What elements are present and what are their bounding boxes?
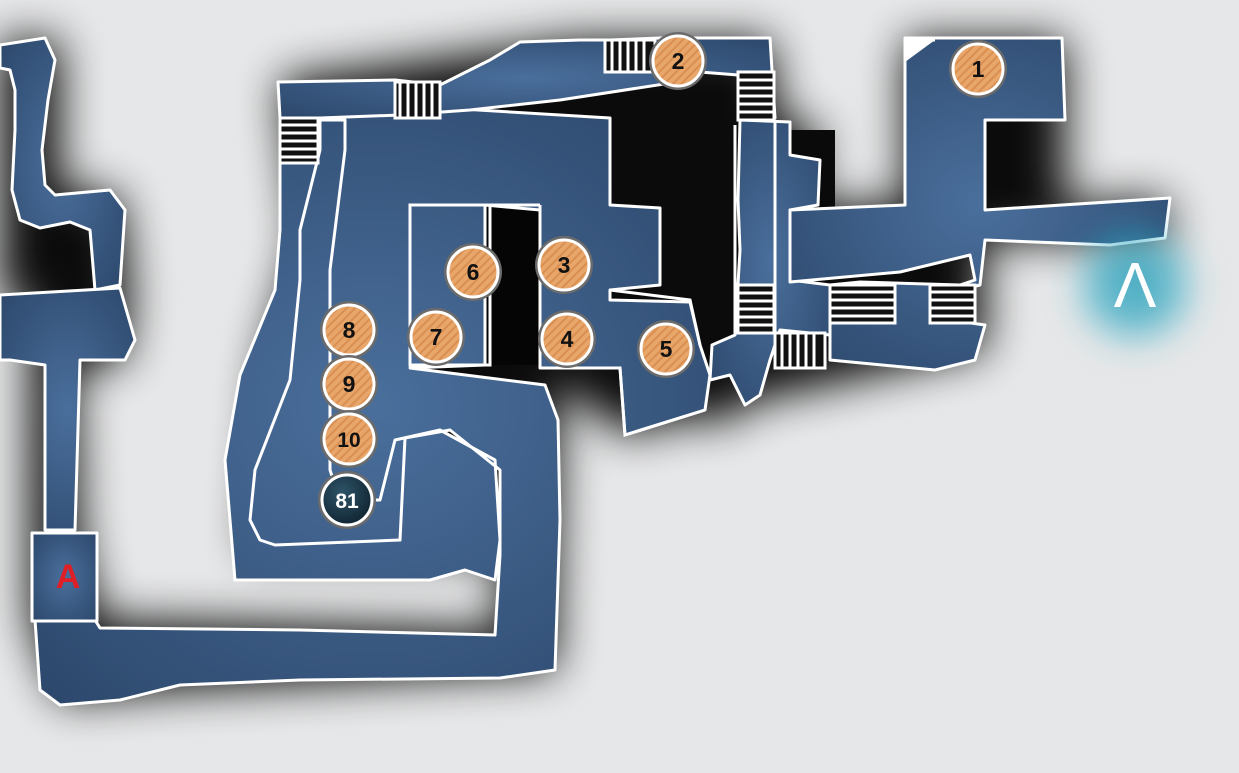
marker-7[interactable]: 7 (407, 308, 465, 366)
marker-label: 9 (343, 371, 356, 397)
marker-disc (320, 473, 374, 527)
marker-disc (540, 312, 594, 366)
stairs-right-room-b (928, 283, 977, 325)
stairs-top (393, 80, 442, 120)
marker-3[interactable]: 3 (535, 236, 593, 294)
marker-5[interactable]: 5 (637, 320, 695, 378)
marker-8[interactable]: 8 (320, 301, 378, 359)
marker-label: 2 (672, 48, 685, 74)
marker-layer: 1 2 3 4 5 6 7 8 9 10 81 (318, 32, 1007, 529)
marker-disc (322, 412, 376, 466)
marker-label: 6 (467, 259, 480, 285)
marker-label: 3 (558, 252, 571, 278)
stairs-left (278, 116, 320, 165)
stairs-right-room-a (828, 283, 897, 325)
marker-disc (537, 238, 591, 292)
marker-label: 8 (343, 317, 356, 343)
marker-label: 1 (972, 56, 985, 82)
stairs-right-upper (736, 70, 776, 122)
marker-label: 10 (337, 429, 360, 452)
marker-disc (951, 42, 1005, 96)
marker-10[interactable]: 10 (320, 410, 378, 468)
marker-label: 81 (335, 490, 359, 513)
marker-4[interactable]: 4 (538, 310, 596, 368)
marker-label: 7 (430, 324, 443, 350)
marker-81[interactable]: 81 (318, 471, 376, 529)
stairs-top-2 (603, 38, 657, 74)
stairs (278, 38, 977, 370)
exit-marker: Λ (1080, 230, 1190, 340)
marker-disc (409, 310, 463, 364)
marker-1[interactable]: 1 (949, 40, 1007, 98)
stairs-bottom (773, 331, 827, 370)
marker-disc (446, 245, 500, 299)
marker-label: 4 (561, 326, 574, 352)
lambda-exit-icon: Λ (1114, 249, 1157, 321)
wall-corner (905, 40, 935, 62)
entrance-label: A (56, 558, 81, 596)
marker-2[interactable]: 2 (649, 32, 707, 90)
marker-disc (639, 322, 693, 376)
stairs-right-lower (736, 283, 776, 335)
marker-disc (651, 34, 705, 88)
marker-label: 5 (660, 336, 673, 362)
marker-9[interactable]: 9 (320, 355, 378, 413)
marker-6[interactable]: 6 (444, 243, 502, 301)
marker-disc (322, 357, 376, 411)
